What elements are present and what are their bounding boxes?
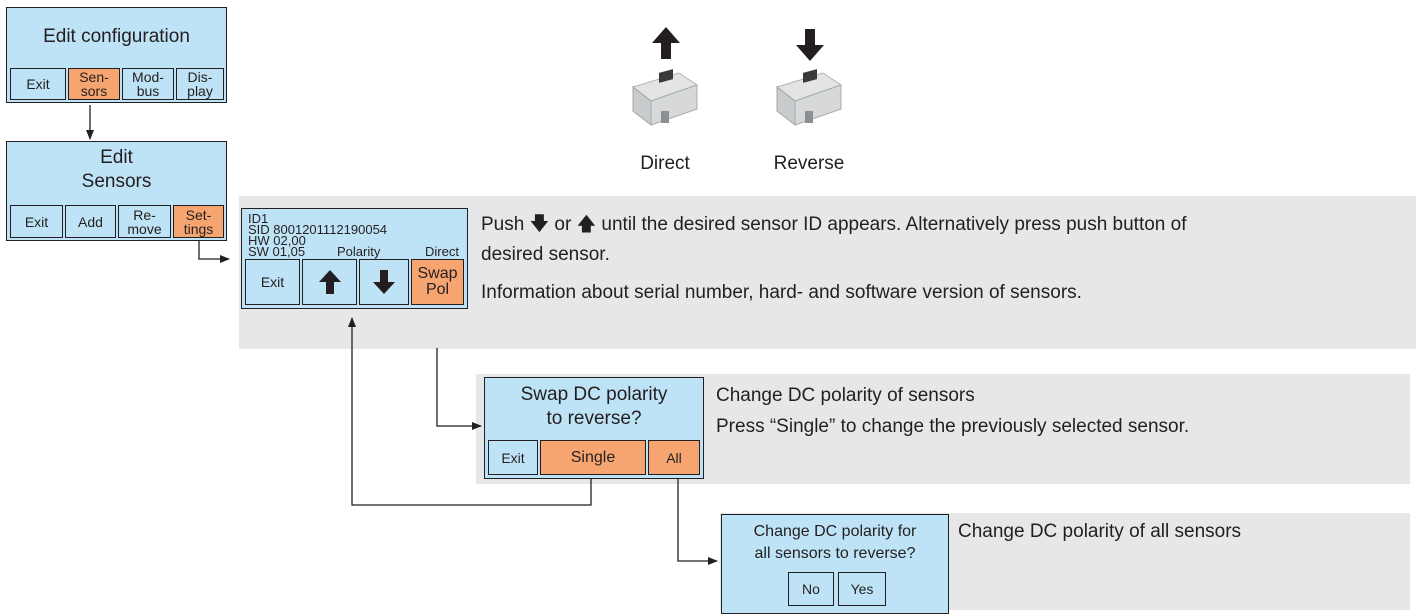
settings-button[interactable]: Set- tings — [173, 205, 224, 238]
down-arrow-icon — [373, 270, 395, 294]
edit-configuration-title: Edit configuration — [43, 26, 190, 47]
polarity-label: Polarity — [337, 244, 381, 259]
swap-description-line-2: Press “Single” to change the previously … — [716, 416, 1190, 437]
swap-pol-button[interactable]: Swap Pol — [411, 259, 464, 305]
change-all-polarity-screen: Change DC polarity for all sensors to re… — [721, 514, 949, 614]
exit-button[interactable]: Exit — [10, 205, 63, 238]
exit-button[interactable]: Exit — [488, 440, 538, 475]
exit-button[interactable]: Exit — [245, 259, 300, 305]
up-arrow-icon — [652, 27, 680, 59]
reverse-caption: Reverse — [773, 153, 845, 174]
settings-description-line-2: desired sensor. — [481, 244, 610, 265]
display-button[interactable]: Dis- play — [176, 68, 224, 100]
settings-description-line-1: Push 🡇 or 🡅 until the desired sensor ID … — [481, 214, 1187, 235]
swap-polarity-title: Swap DC polarity to reverse? — [520, 384, 668, 429]
swap-description-line-1: Change DC polarity of sensors — [716, 385, 975, 406]
up-arrow-icon — [318, 270, 341, 294]
edit-sensors-title: Edit Sensors — [81, 147, 152, 192]
sensors-button[interactable]: Sen- sors — [68, 68, 120, 100]
direct-caption: Direct — [640, 153, 690, 174]
no-button[interactable]: No — [788, 572, 834, 606]
all-button[interactable]: All — [648, 440, 700, 475]
up-arrow-button[interactable] — [302, 259, 357, 305]
down-arrow-icon — [796, 29, 824, 61]
sensor-sid: SID 8001201112190054 — [248, 222, 388, 237]
polarity-value: Direct — [425, 244, 459, 259]
arrow-swappol-to-swap — [436, 348, 482, 430]
change-all-description: Change DC polarity of all sensors — [958, 521, 1242, 542]
sensor-sw: SW 01,05 — [248, 244, 306, 259]
direct-sensor-image — [631, 27, 699, 127]
exit-button[interactable]: Exit — [10, 68, 66, 100]
down-arrow-button[interactable] — [359, 259, 409, 305]
sensor-id: ID1 — [248, 211, 269, 226]
reverse-sensor-image — [775, 29, 843, 127]
yes-button[interactable]: Yes — [838, 572, 886, 606]
settings-description-line-3: Information about serial number, hard- a… — [481, 282, 1082, 303]
swap-polarity-screen: Swap DC polarity to reverse? Exit Single… — [484, 377, 704, 479]
arrow-sensors-to-settings — [198, 241, 230, 263]
single-button[interactable]: Single — [540, 440, 646, 475]
sensor-settings-screen: ID1 SID 8001201112190054 HW 02,00 SW 01,… — [241, 208, 468, 309]
modbus-button[interactable]: Mod- bus — [122, 68, 174, 100]
sensor-hw: HW 02,00 — [248, 233, 306, 248]
arrow-all-to-confirm — [677, 474, 718, 565]
change-all-polarity-title: Change DC polarity for all sensors to re… — [753, 523, 917, 562]
arrow-single-back-to-settings — [348, 317, 592, 506]
edit-configuration-screen: Edit configuration Exit Sen- sors Mod- b… — [6, 7, 227, 103]
remove-button[interactable]: Re- move — [118, 205, 171, 238]
edit-sensors-screen: Edit Sensors Exit Add Re- move Set- ting… — [6, 141, 227, 241]
add-button[interactable]: Add — [65, 205, 116, 238]
